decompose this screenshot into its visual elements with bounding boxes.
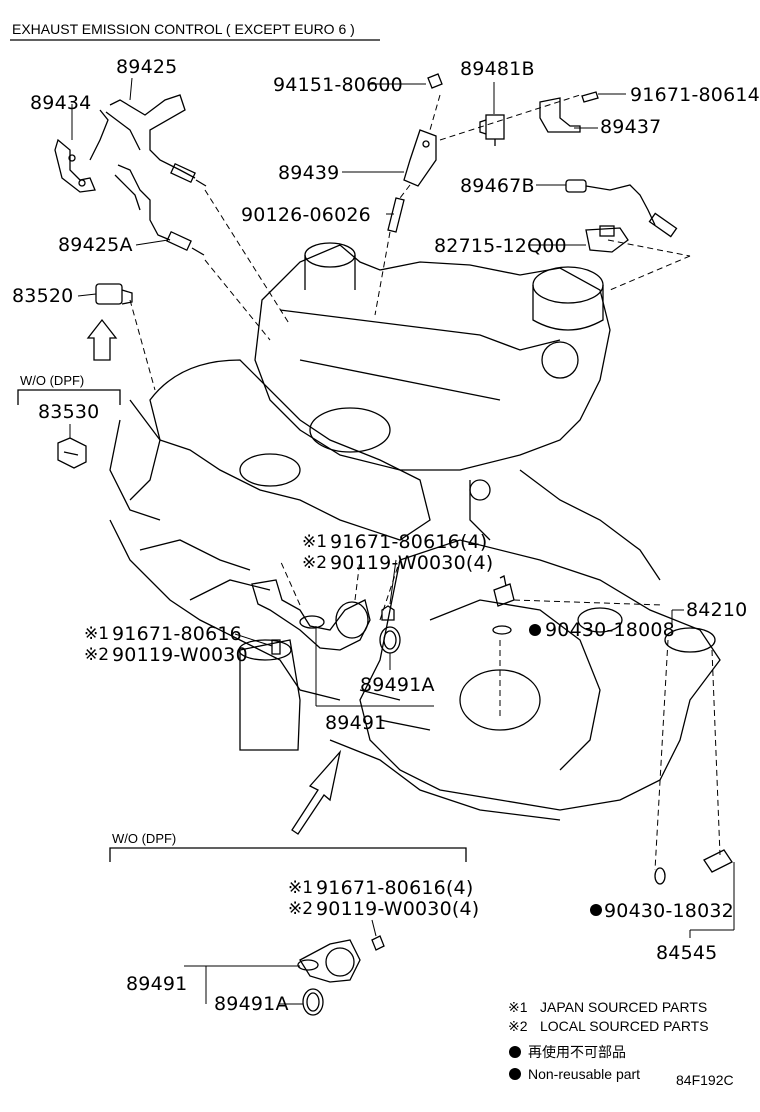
sensor-83530 xyxy=(57,437,87,469)
part-number-89437[interactable]: 89437 xyxy=(600,116,662,138)
mark-local-sourced: ※2 xyxy=(84,645,110,665)
mark-japan-sourced: ※1 xyxy=(288,878,314,898)
legend-mark-1: ※1 xyxy=(508,999,528,1015)
part-number-89439[interactable]: 89439 xyxy=(278,162,340,184)
part-number-89425a[interactable]: 89425A xyxy=(58,234,133,256)
gasket-89491a-upper xyxy=(379,626,401,654)
mark-japan-sourced: ※1 xyxy=(84,624,110,644)
legend-non-reusable: Non-reusable part xyxy=(528,1066,641,1082)
bolt-part-number[interactable]: 91671-80616 xyxy=(112,623,242,645)
o2-sensor-89425 xyxy=(105,94,207,187)
mark-local-sourced: ※2 xyxy=(302,553,328,573)
variant-label-wo-dpf: W/O (DPF) xyxy=(112,831,177,846)
clip-94151 xyxy=(427,73,443,89)
hose-90126 xyxy=(387,197,405,233)
illustration-code: 84F192C xyxy=(676,1072,734,1088)
sensor-83520 xyxy=(95,283,133,305)
legend-mark-2: ※2 xyxy=(508,1018,528,1034)
bolt-part-number[interactable]: 91671-80616(4) xyxy=(316,877,474,899)
non-reusable-dot-icon xyxy=(509,1046,521,1058)
page-title: EXHAUST EMISSION CONTROL ( EXCEPT EURO 6… xyxy=(12,21,355,37)
bolt-part-number[interactable]: 91671-80616(4) xyxy=(330,531,488,553)
legend-local-sourced: LOCAL SOURCED PARTS xyxy=(540,1018,709,1034)
bracket-89439 xyxy=(403,129,437,187)
egr-pipe-89491-upper xyxy=(251,579,371,651)
bolt-part-number[interactable]: 90119-W0030 xyxy=(112,644,248,666)
part-number-83530[interactable]: 83530 xyxy=(38,401,100,423)
part-number-82715-12q00[interactable]: 82715-12Q00 xyxy=(434,235,567,257)
non-reusable-dot-icon xyxy=(590,904,602,916)
variant-label-wo-dpf: W/O (DPF) xyxy=(20,373,85,388)
legend-japan-sourced: JAPAN SOURCED PARTS xyxy=(540,999,708,1015)
bracket-89437 xyxy=(539,91,599,133)
non-reusable-dot-icon xyxy=(529,624,541,636)
part-number-89491[interactable]: 89491 xyxy=(325,712,387,734)
part-number-89491a[interactable]: 89491A xyxy=(214,993,289,1015)
part-number-89467b[interactable]: 89467B xyxy=(460,175,535,197)
mark-japan-sourced: ※1 xyxy=(302,532,328,552)
part-number-89491[interactable]: 89491 xyxy=(126,973,188,995)
part-number-91671-80614[interactable]: 91671-80614 xyxy=(630,84,760,106)
arrow-up-icon xyxy=(86,318,118,361)
bolt-upper-right xyxy=(381,605,395,621)
sensor-82715 xyxy=(585,225,629,253)
bolt-part-number[interactable]: 90119-W0030(4) xyxy=(330,552,494,574)
gasket-89491a-lower xyxy=(302,988,324,1016)
mark-local-sourced: ※2 xyxy=(288,899,314,919)
part-number-89481b[interactable]: 89481B xyxy=(460,58,535,80)
legend-non-reusable-jp: 再使用不可部品 xyxy=(528,1044,626,1060)
part-number-89434[interactable]: 89434 xyxy=(30,92,92,114)
bolt-part-number[interactable]: 90119-W0030(4) xyxy=(316,898,480,920)
bracket-89434 xyxy=(54,109,109,193)
sensor-84545 xyxy=(654,849,733,885)
o2-sensor-89467b xyxy=(565,179,678,238)
part-number-84210[interactable]: 84210 xyxy=(686,599,748,621)
o2-sensor-89425a xyxy=(114,164,205,256)
part-number-90126-06026[interactable]: 90126-06026 xyxy=(241,204,371,226)
non-reusable-dot-icon xyxy=(509,1068,521,1080)
part-number-83520[interactable]: 83520 xyxy=(12,285,74,307)
part-number-90430-18008[interactable]: 90430-18008 xyxy=(545,619,675,641)
part-number-94151-80600[interactable]: 94151-80600 xyxy=(273,74,403,96)
pressure-sensor-89481b xyxy=(479,114,505,146)
egr-pipe-89491-lower xyxy=(297,935,385,983)
part-number-89425[interactable]: 89425 xyxy=(116,56,178,78)
bolt-upper-left xyxy=(271,639,281,655)
arrow-diagonal-icon xyxy=(291,749,342,835)
part-number-84545[interactable]: 84545 xyxy=(656,942,718,964)
engine-assembly xyxy=(109,242,721,821)
part-number-90430-18032[interactable]: 90430-18032 xyxy=(604,900,734,922)
part-number-89491a[interactable]: 89491A xyxy=(360,674,435,696)
